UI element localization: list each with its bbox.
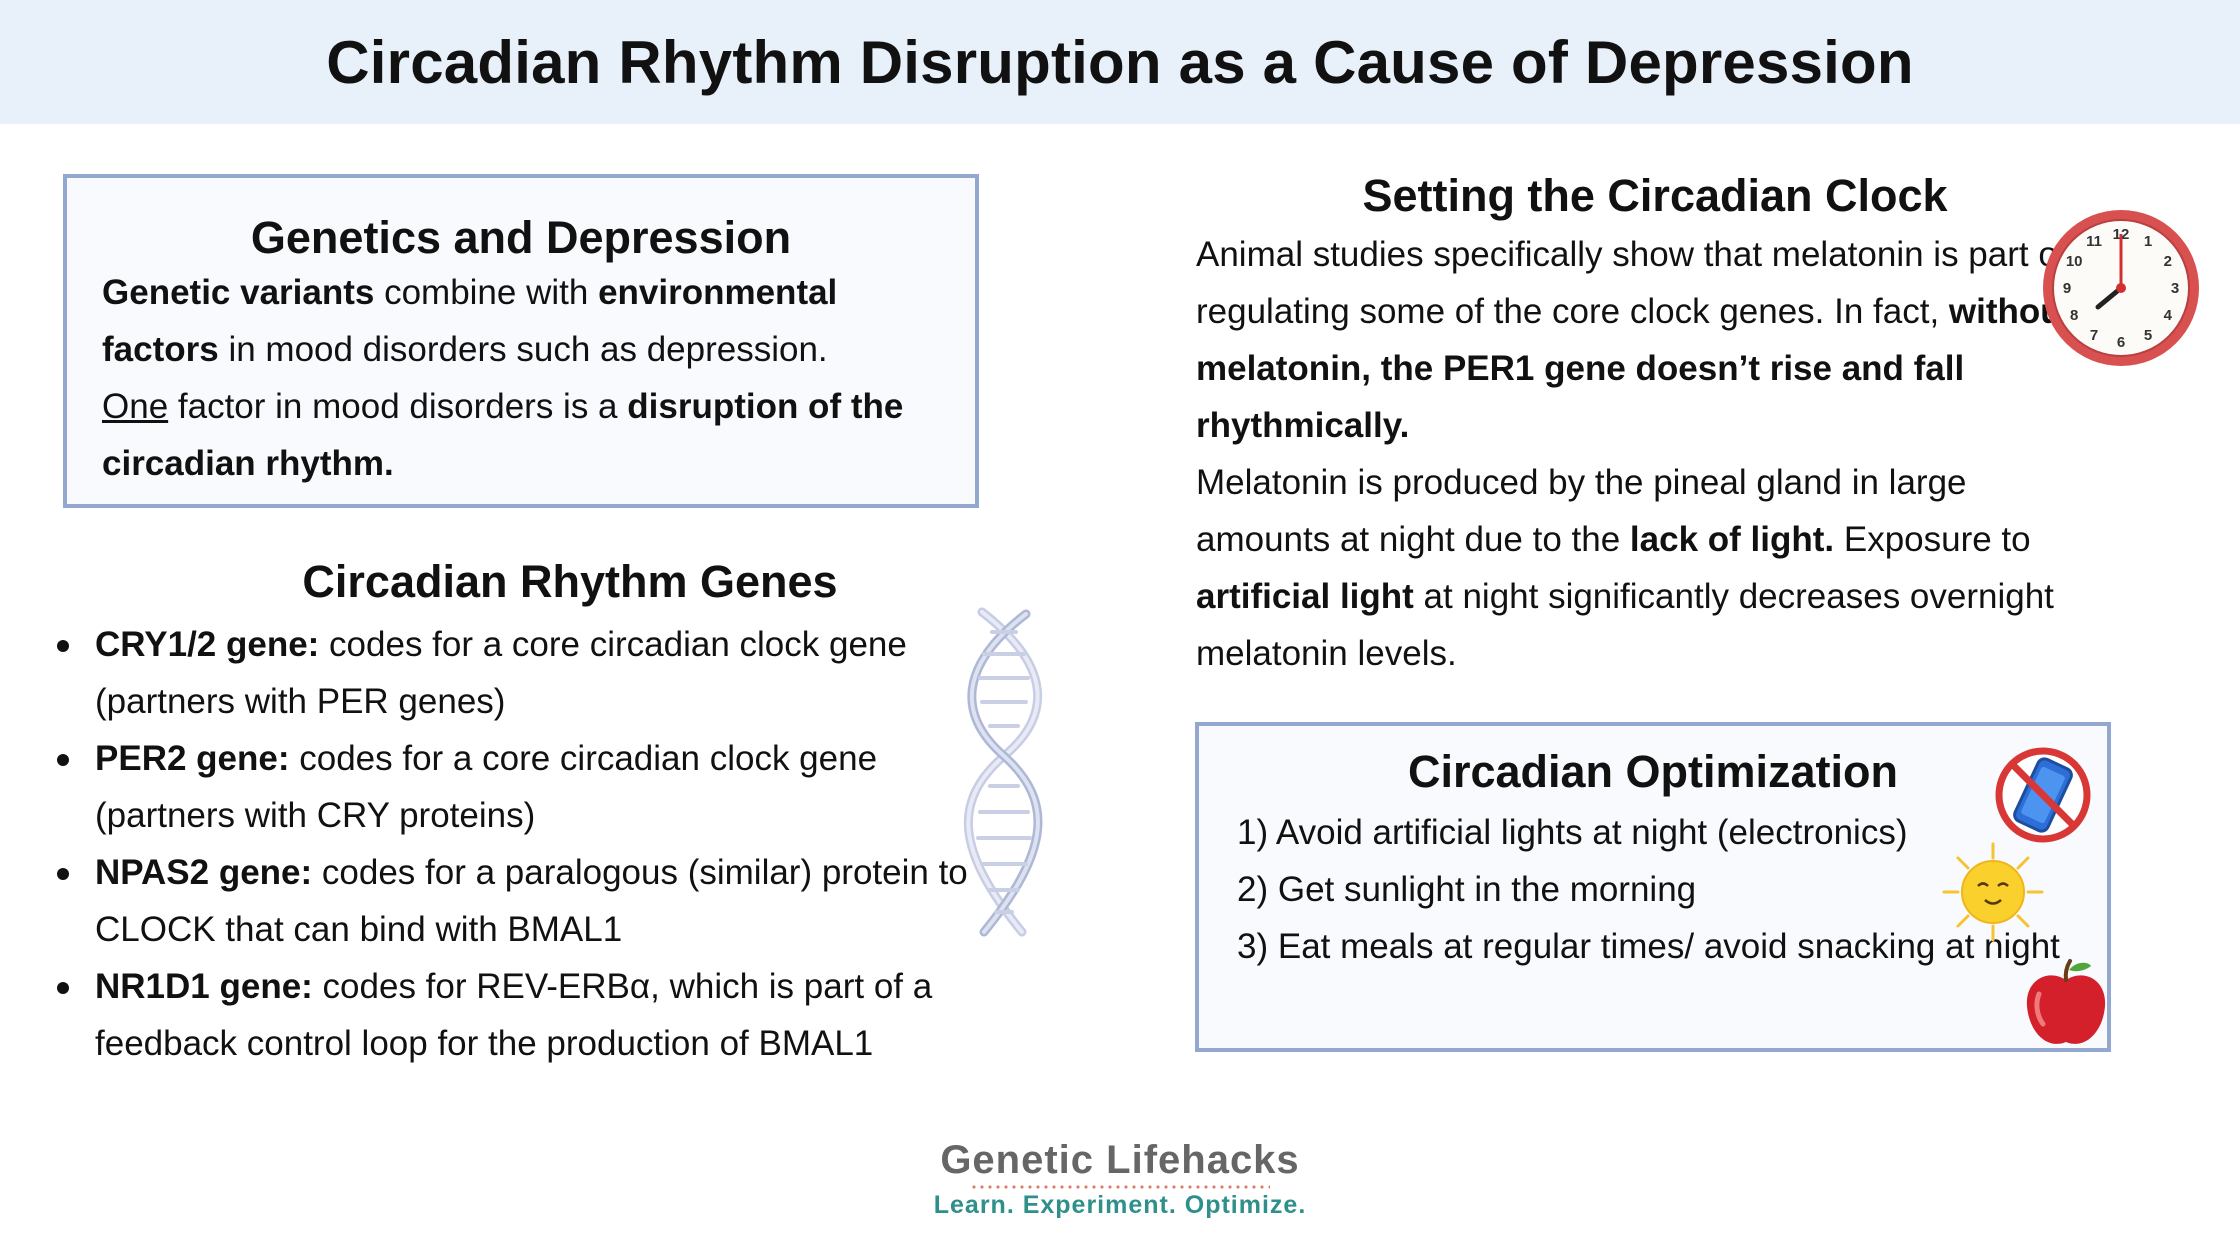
optimization-item: 1) Avoid artificial lights at night (ele… (1237, 813, 1908, 852)
genes-heading: Circadian Rhythm Genes (302, 556, 838, 607)
clock-text-span: Animal studies specifically show that me… (1196, 235, 2068, 331)
gene-description: codes for a core circadian clock gene (p… (95, 625, 907, 721)
optimization-item: 3) Eat meals at regular times/ avoid sna… (1237, 927, 2060, 966)
no-phone-icon (1995, 747, 2091, 843)
optimization-box: Circadian Optimization 1) Avoid artifici… (1195, 722, 2111, 1052)
clock-text-span: Exposure to (1834, 520, 2031, 559)
clock-number: 10 (2066, 253, 2083, 270)
genes-list: CRY1/2 gene: codes for a core circadian … (40, 616, 1000, 1072)
clock-number: 7 (2090, 327, 2098, 344)
gene-description: codes for REV-ERBα, which is part of a f… (95, 967, 933, 1063)
optimization-item: 2) Get sunlight in the morning (1237, 870, 1697, 909)
genetics-heading: Genetics and Depression (250, 212, 792, 263)
gene-item-cry: CRY1/2 gene: codes for a core circadian … (40, 616, 1000, 730)
clock-heading: Setting the Circadian Clock (1362, 170, 1948, 221)
logo-dots (970, 1185, 1270, 1189)
genetic-variants-bold: Genetic variants (102, 273, 375, 312)
apple-icon (2026, 959, 2106, 1044)
clock-text-span: at night significantly decreases overnig… (1196, 577, 2054, 673)
clock-paragraph-2: Melatonin is produced by the pineal glan… (1196, 454, 2076, 682)
optimization-list: 1) Avoid artificial lights at night (ele… (1237, 804, 2097, 975)
clock-number: 1 (2144, 233, 2152, 250)
logo-name: Genetic Lifehacks (940, 1138, 1300, 1182)
clock-number: 11 (2086, 233, 2102, 250)
clock-paragraph-1: Animal studies specifically show that me… (1196, 226, 2076, 454)
gene-name: NR1D1 gene: (95, 967, 313, 1006)
clock-number: 9 (2063, 280, 2071, 297)
lack-of-light-bold: lack of light. (1629, 520, 1835, 559)
genetics-text-span: in mood disorders such as depression. (218, 330, 828, 369)
gene-name: PER2 gene: (95, 739, 290, 778)
gene-item-nr1d1: NR1D1 gene: codes for REV-ERBα, which is… (40, 958, 1000, 1072)
clock-number: 2 (2164, 253, 2172, 270)
page-title: Circadian Rhythm Disruption as a Cause o… (326, 28, 1914, 96)
clock-text: Animal studies specifically show that me… (1196, 226, 2076, 682)
title-bar: Circadian Rhythm Disruption as a Cause o… (0, 0, 2240, 124)
clock-number: 5 (2144, 327, 2152, 344)
sun-icon (1942, 842, 2044, 942)
dna-icon (963, 607, 1043, 937)
clock-number: 4 (2164, 307, 2173, 324)
genetics-text-span: combine with (374, 273, 599, 312)
gene-name: CRY1/2 gene: (95, 625, 320, 664)
gene-description: codes for a paralogous (similar) protein… (95, 853, 968, 949)
logo: Genetic Lifehacks Learn. Experiment. Opt… (915, 1138, 1325, 1220)
gene-item-per2: PER2 gene: codes for a core circadian cl… (40, 730, 1000, 844)
genetics-box: Genetics and Depression Genetic variants… (63, 174, 979, 508)
artificial-light-bold: artificial light (1196, 577, 1414, 616)
environmental-factors-bold: environmental factors (102, 273, 838, 369)
clock-number: 6 (2117, 334, 2125, 351)
gene-description: codes for a core circadian clock gene (p… (95, 739, 878, 835)
genetics-paragraph-2: One factor in mood disorders is a disrup… (102, 378, 962, 492)
gene-name: NPAS2 gene: (95, 853, 313, 892)
clock-number: 8 (2070, 307, 2078, 324)
optimization-heading: Circadian Optimization (1407, 746, 1899, 797)
genetics-text-span: factor in mood disorders is a (168, 387, 628, 426)
clock-text-span: Melatonin is produced by the pineal glan… (1196, 463, 1967, 559)
logo-tagline: Learn. Experiment. Optimize. (933, 1191, 1307, 1219)
clock-number: 3 (2171, 280, 2179, 297)
one-underlined: One (102, 387, 169, 426)
genetics-text: Genetic variants combine with environmen… (102, 264, 962, 492)
genetics-paragraph-1: Genetic variants combine with environmen… (102, 264, 962, 378)
gene-item-npas2: NPAS2 gene: codes for a paralogous (simi… (40, 844, 1000, 958)
disruption-bold: disruption of the circadian rhythm. (102, 387, 904, 483)
clock-icon: 121234567891011 (2043, 210, 2199, 366)
